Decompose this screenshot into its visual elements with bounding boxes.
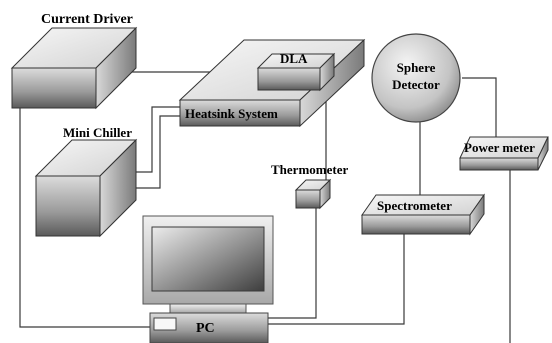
pc-unit: PC — [142, 215, 274, 343]
wire-spectrometer-to-pc — [268, 232, 405, 325]
pc-label: PC — [196, 321, 215, 336]
sphere-detector-label-line1: Sphere — [397, 60, 436, 75]
wire-thermometer-to-pc — [268, 206, 317, 319]
power-meter-label: Power meter — [464, 140, 535, 155]
mini-chiller-unit: Mini Chiller — [34, 125, 138, 238]
wire-chiller-to-heatsink-2 — [118, 115, 180, 189]
wire-sphere-to-powermeter — [462, 77, 497, 137]
dla-label: DLA — [280, 51, 308, 66]
pc-monitor-stand — [169, 303, 247, 314]
sphere-detector-label-line2: Detector — [392, 77, 440, 92]
dla-unit: DLA — [256, 51, 336, 92]
sphere-detector-unit: Sphere Detector — [371, 33, 461, 123]
pc-monitor-screen — [151, 226, 265, 292]
spectrometer-unit: Spectrometer — [361, 193, 485, 236]
power-meter-unit: Power meter — [459, 136, 549, 171]
heatsink-system-label: Heatsink System — [185, 106, 278, 121]
thermometer-label: Thermometer — [271, 162, 348, 177]
current-driver-unit: Current Driver — [10, 12, 138, 110]
current-driver-label: Current Driver — [41, 12, 133, 27]
mini-chiller-label: Mini Chiller — [63, 125, 132, 140]
pc-drive-slot — [153, 317, 177, 331]
spectrometer-label: Spectrometer — [377, 198, 452, 213]
wire-driver-to-pc — [19, 108, 150, 328]
thermometer-unit: Thermometer — [271, 162, 348, 210]
